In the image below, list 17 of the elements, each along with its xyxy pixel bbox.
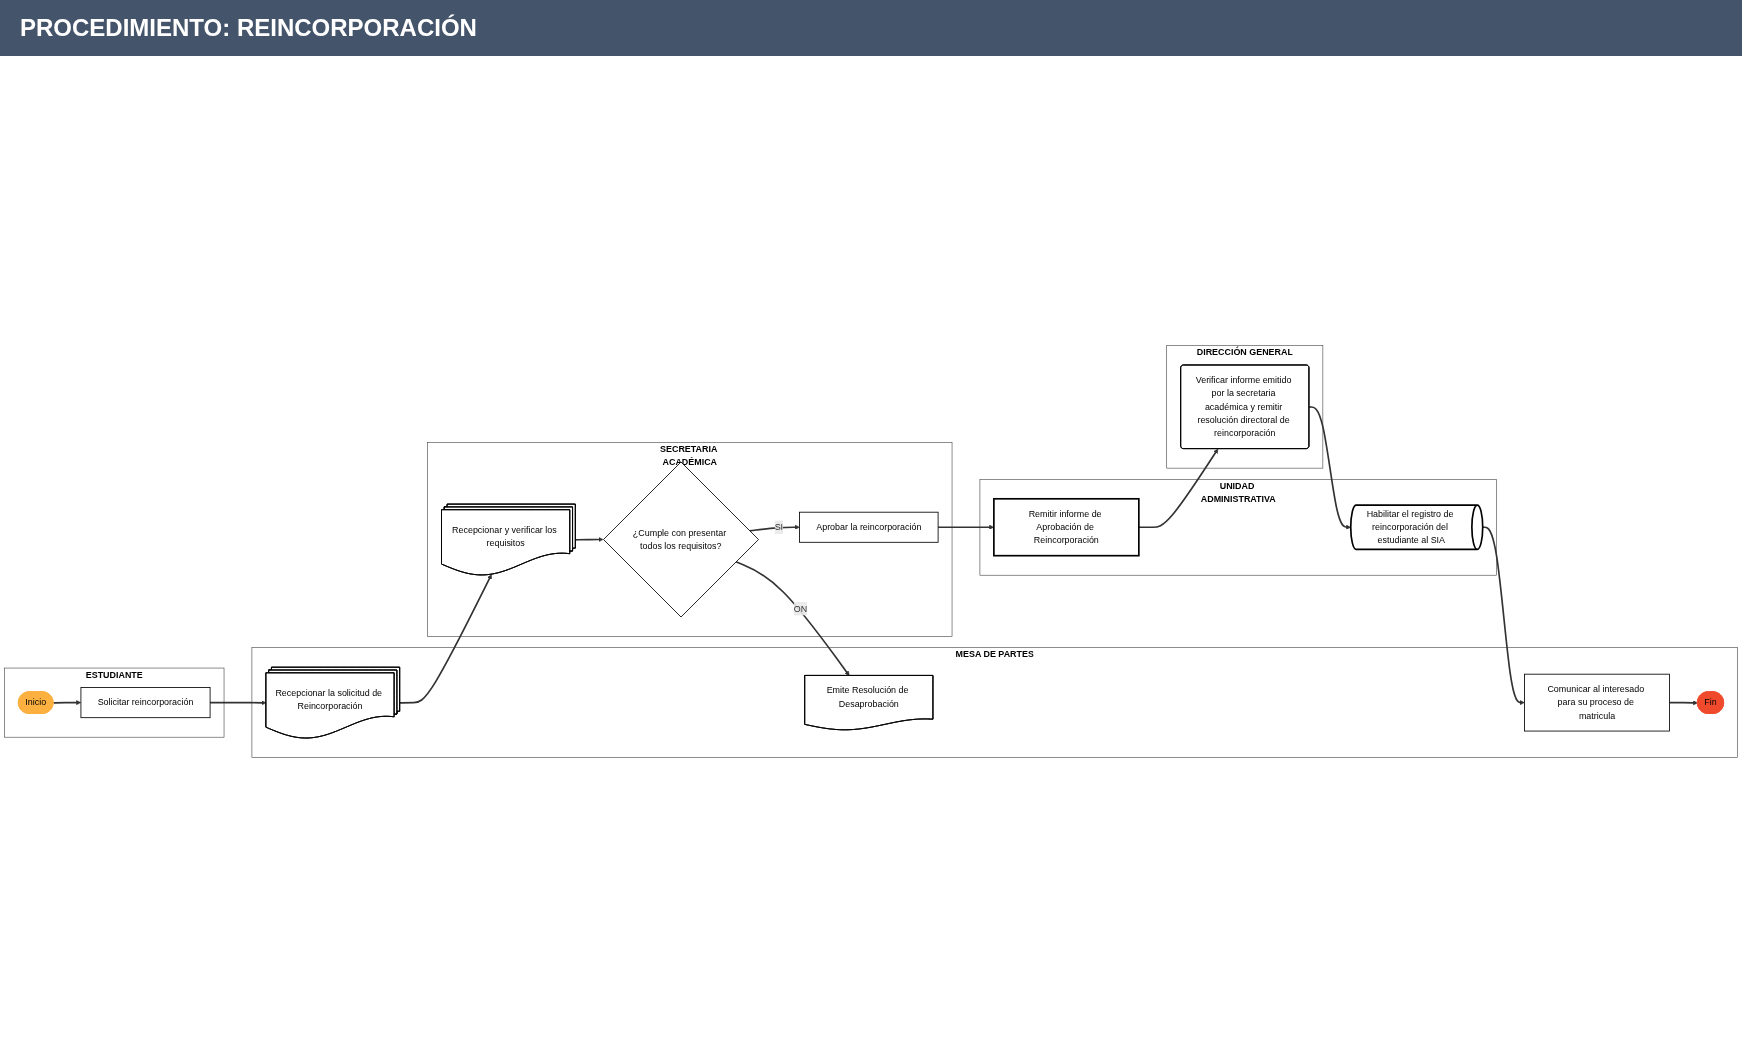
arrow bbox=[1308, 406, 1351, 530]
arrow bbox=[574, 537, 604, 542]
node-box: Remitir informe de Aprobación de Reincorporación bbox=[993, 497, 1140, 557]
node-box: Aprobar la reincorporación bbox=[799, 511, 939, 543]
arrow bbox=[1138, 448, 1219, 529]
arrow bbox=[52, 700, 82, 706]
arrow bbox=[1481, 526, 1525, 706]
title-bar: PROCEDIMIENTO: REINCORPORACIÓN bbox=[0, 0, 1742, 56]
arrow bbox=[1668, 700, 1698, 706]
edge-label: SI bbox=[774, 522, 784, 532]
node-box: Comunicar al interesado para su proceso de matricula bbox=[1524, 673, 1670, 732]
edge-label: ON bbox=[793, 603, 808, 614]
node-box: Solicitar reincorporación bbox=[80, 687, 211, 719]
node-text: Habilitar el registro de reincorporación del estudiante al SIA bbox=[1366, 508, 1454, 546]
arrow bbox=[209, 700, 267, 706]
arrow bbox=[399, 574, 492, 704]
arrow bbox=[735, 560, 850, 676]
